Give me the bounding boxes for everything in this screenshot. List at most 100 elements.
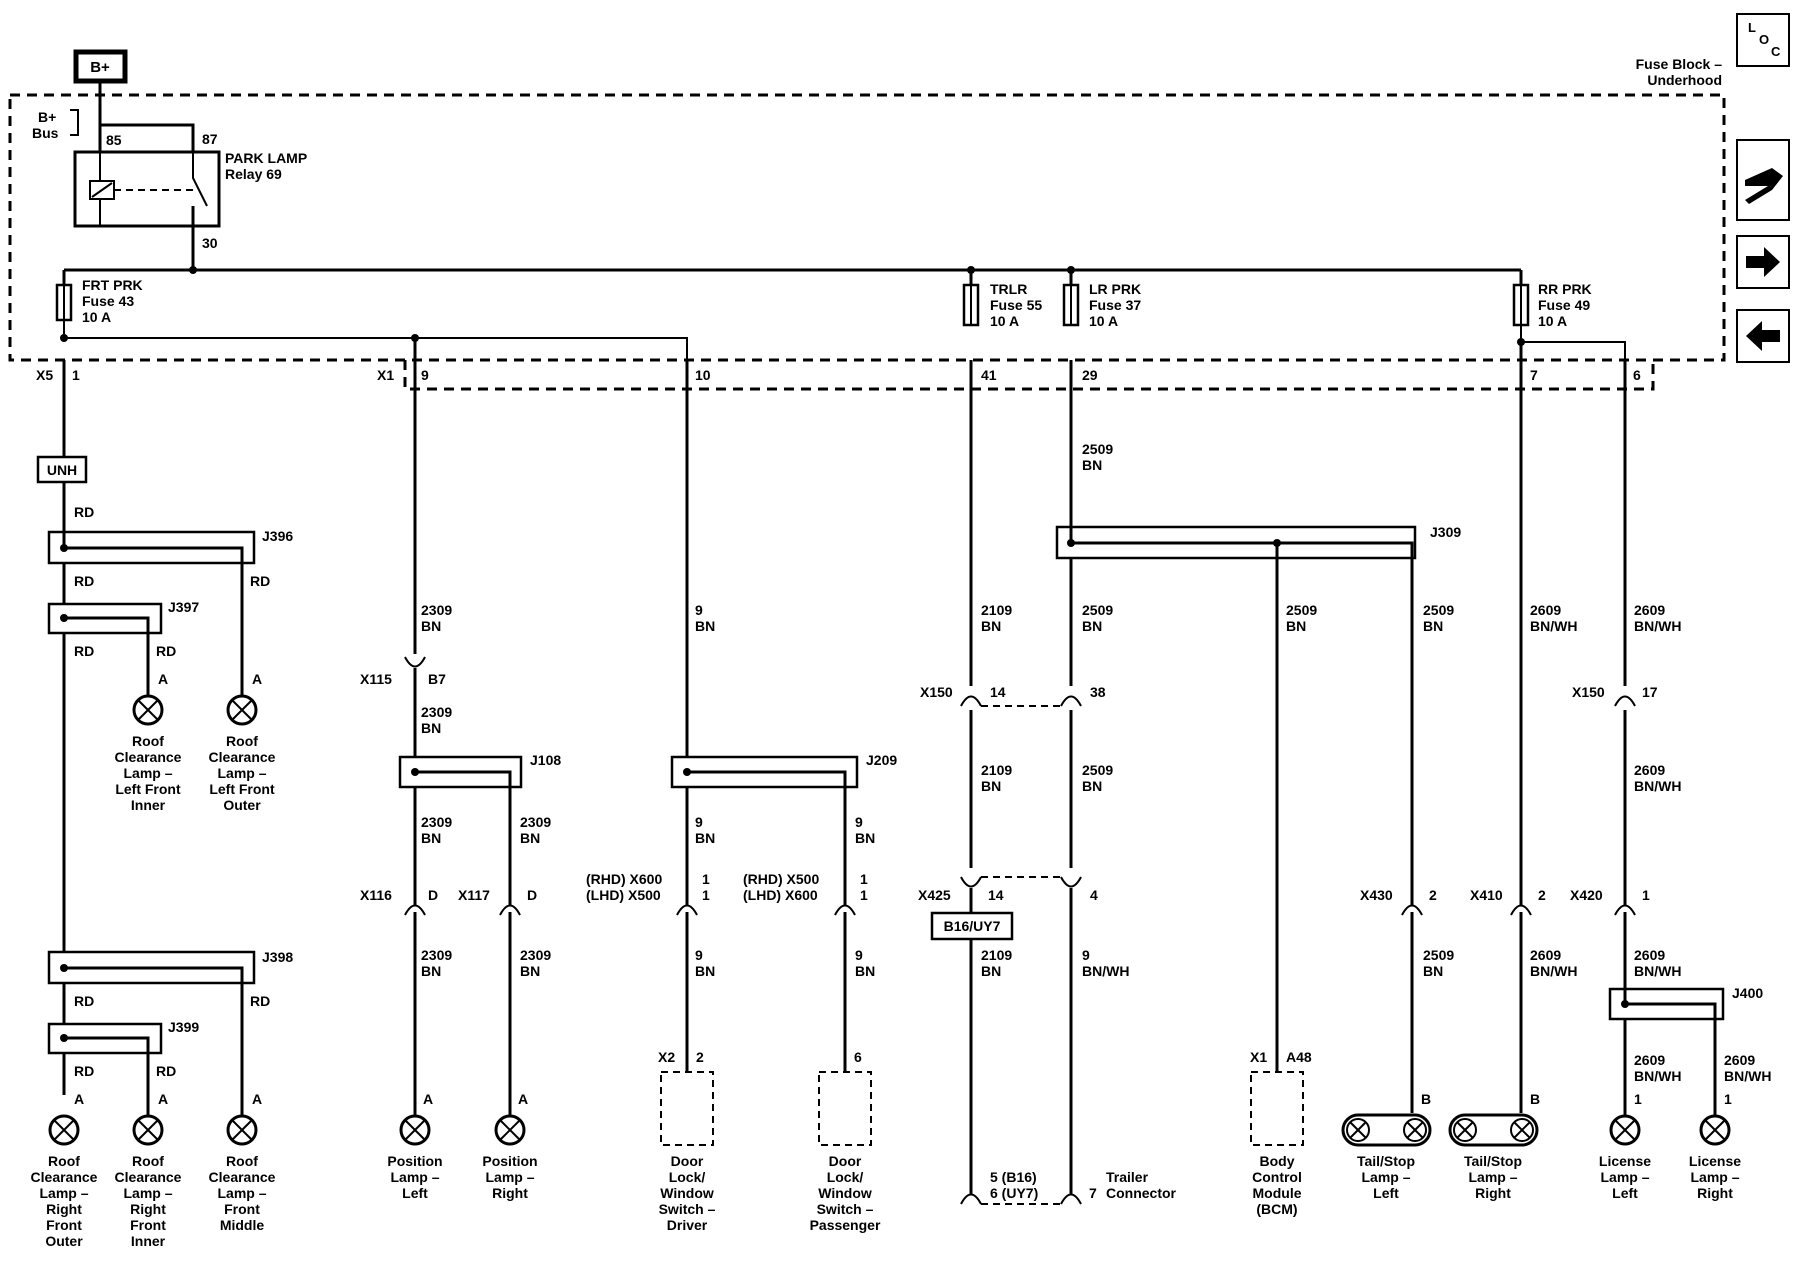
- svg-text:BN: BN: [1286, 618, 1306, 634]
- svg-text:Lamp –: Lamp –: [217, 765, 266, 781]
- svg-text:A: A: [252, 1091, 262, 1107]
- svg-text:Right: Right: [1697, 1185, 1733, 1201]
- svg-text:BN/WH: BN/WH: [1634, 618, 1681, 634]
- svg-text:Roof: Roof: [226, 733, 258, 749]
- svg-text:1: 1: [1634, 1091, 1642, 1107]
- svg-text:14: 14: [990, 684, 1006, 700]
- unh-tag: [36, 455, 88, 484]
- svg-text:Lamp –: Lamp –: [485, 1169, 534, 1185]
- svg-text:2609: 2609: [1724, 1052, 1755, 1068]
- svg-text:Switch –: Switch –: [659, 1201, 716, 1217]
- svg-text:6: 6: [854, 1049, 862, 1065]
- arrow-right-icon[interactable]: [1736, 235, 1790, 289]
- svg-text:2609: 2609: [1530, 947, 1561, 963]
- wire-rd-label: RD: [74, 993, 94, 1009]
- svg-text:O: O: [1759, 32, 1769, 47]
- svg-text:BN: BN: [855, 830, 875, 846]
- connector-x116: [404, 904, 426, 916]
- arrow-left-icon[interactable]: [1736, 309, 1790, 363]
- svg-text:2509: 2509: [1423, 602, 1454, 618]
- svg-text:Tail/Stop: Tail/Stop: [1357, 1153, 1415, 1169]
- svg-text:BN/WH: BN/WH: [1082, 963, 1129, 979]
- svg-text:2609: 2609: [1634, 1052, 1665, 1068]
- svg-text:X410: X410: [1470, 887, 1503, 903]
- svg-text:9: 9: [695, 602, 703, 618]
- svg-text:Lamp –: Lamp –: [217, 1185, 266, 1201]
- svg-text:X115: X115: [360, 671, 392, 687]
- svg-text:2609: 2609: [1634, 947, 1665, 963]
- lamp-license-right: [1699, 1114, 1731, 1146]
- svg-text:Trailer: Trailer: [1106, 1169, 1149, 1185]
- svg-text:Window: Window: [818, 1185, 872, 1201]
- svg-text:2509: 2509: [1082, 602, 1113, 618]
- svg-text:2309: 2309: [421, 704, 452, 720]
- svg-text:B16/UY7: B16/UY7: [944, 918, 1001, 934]
- svg-text:9: 9: [855, 814, 863, 830]
- svg-text:X420: X420: [1570, 887, 1603, 903]
- svg-text:Outer: Outer: [45, 1233, 83, 1249]
- svg-text:9: 9: [695, 814, 703, 830]
- svg-text:Lamp –: Lamp –: [39, 1185, 88, 1201]
- svg-text:Driver: Driver: [667, 1217, 708, 1233]
- svg-text:Lamp –: Lamp –: [123, 765, 172, 781]
- svg-text:9: 9: [695, 947, 703, 963]
- lamp-position-right: [494, 1114, 526, 1146]
- x1-pin-7: 7: [1530, 367, 1538, 383]
- svg-text:Inner: Inner: [131, 1233, 166, 1249]
- svg-text:Outer: Outer: [223, 797, 261, 813]
- svg-text:BN: BN: [695, 963, 715, 979]
- body-control-module: [1250, 1071, 1304, 1146]
- svg-text:Lamp –: Lamp –: [1361, 1169, 1410, 1185]
- unh-tag-label: UNH: [47, 462, 77, 478]
- wire-rd-label: RD: [74, 573, 94, 589]
- svg-text:Left: Left: [1612, 1185, 1638, 1201]
- svg-text:2609: 2609: [1634, 602, 1665, 618]
- svg-text:Front: Front: [46, 1217, 82, 1233]
- wire-rd-label: RD: [156, 1063, 176, 1079]
- svg-text:4: 4: [1090, 887, 1098, 903]
- svg-text:1: 1: [702, 887, 710, 903]
- svg-text:Tail/Stop: Tail/Stop: [1464, 1153, 1522, 1169]
- svg-text:2109: 2109: [981, 602, 1012, 618]
- svg-text:A: A: [423, 1091, 433, 1107]
- bus-label-1: B+: [38, 109, 56, 125]
- bus-bracket: [70, 109, 79, 136]
- lamp-tail-stop-left: [1341, 1113, 1432, 1147]
- svg-text:5 (B16): 5 (B16): [990, 1169, 1037, 1185]
- svg-text:Left Front: Left Front: [209, 781, 275, 797]
- location-icon[interactable]: L O C: [1736, 13, 1790, 67]
- x1-pin-9: 9: [421, 367, 429, 383]
- connector-icon[interactable]: [1736, 139, 1790, 221]
- svg-text:Front: Front: [130, 1217, 166, 1233]
- svg-text:2: 2: [1429, 887, 1437, 903]
- svg-text:Passenger: Passenger: [810, 1217, 881, 1233]
- svg-text:7: 7: [1089, 1185, 1097, 1201]
- x5-label: X5: [36, 367, 53, 383]
- svg-text:2109: 2109: [981, 947, 1012, 963]
- svg-text:6 (UY7): 6 (UY7): [990, 1185, 1038, 1201]
- lamp-roof-clearance-rf-outer: [48, 1114, 80, 1146]
- svg-text:1: 1: [1642, 887, 1650, 903]
- svg-text:Lamp –: Lamp –: [1468, 1169, 1517, 1185]
- svg-text:9: 9: [1082, 947, 1090, 963]
- svg-text:BN: BN: [421, 830, 441, 846]
- fuse-37-rating: 10 A: [1089, 313, 1118, 329]
- svg-text:A: A: [74, 1091, 84, 1107]
- svg-text:17: 17: [1642, 684, 1658, 700]
- connector-x150-left: [960, 695, 982, 707]
- svg-text:X116: X116: [360, 887, 392, 903]
- svg-text:Lamp –: Lamp –: [1600, 1169, 1649, 1185]
- svg-text:License: License: [1599, 1153, 1651, 1169]
- connector-x150-right: [1614, 695, 1636, 707]
- svg-text:B: B: [1530, 1091, 1540, 1107]
- j396-label: J396: [262, 528, 293, 544]
- fuse-43-rating: 10 A: [82, 309, 111, 325]
- svg-text:9: 9: [855, 947, 863, 963]
- svg-text:Clearance: Clearance: [31, 1169, 98, 1185]
- fuse-55-rating: 10 A: [990, 313, 1019, 329]
- svg-text:Window: Window: [660, 1185, 714, 1201]
- svg-text:BN/WH: BN/WH: [1634, 963, 1681, 979]
- fuse-49-number: Fuse 49: [1538, 297, 1590, 313]
